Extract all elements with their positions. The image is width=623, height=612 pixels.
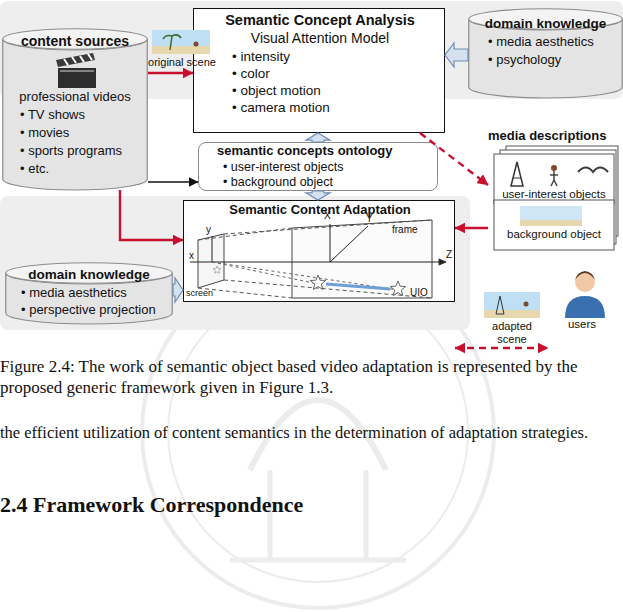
source-cylinder: content sources professional videos • TV s…	[2, 28, 148, 190]
sand	[484, 310, 540, 318]
cylinder-body	[3, 39, 148, 190]
flow-arrow	[148, 181, 198, 183]
node-text: professional videos	[2, 90, 148, 105]
ontology-box: semantic concepts ontology• user-interes…	[198, 142, 438, 191]
user-body	[565, 296, 605, 318]
flow-arrow	[455, 347, 548, 349]
node-text: • object motion	[232, 83, 442, 99]
node-title: domain knowledge	[5, 267, 173, 283]
user-head	[575, 272, 595, 292]
sky	[484, 292, 540, 318]
node-title: Semantic Concept Analysis	[194, 12, 446, 29]
flow-arrow	[455, 227, 488, 229]
node-text: • movies	[20, 126, 146, 141]
adapted-scene-thumbnail	[484, 292, 540, 318]
bottom-band	[0, 196, 470, 330]
node-text: Visual Attention Model	[194, 30, 446, 46]
axis-label: Y	[366, 213, 380, 225]
object-label: UIO	[410, 287, 440, 299]
page-sheet	[494, 200, 614, 250]
node-text: background object	[494, 228, 614, 241]
palm-tree	[163, 35, 181, 50]
node-text: • camera motion	[232, 100, 442, 116]
node-text: • sports programs	[20, 144, 146, 159]
node-text: • media aesthetics	[488, 35, 620, 50]
node-title: content sources	[2, 33, 148, 49]
node-title: media descriptions	[488, 129, 621, 144]
node-text: user-interest objects	[494, 188, 614, 201]
block-arrow	[445, 43, 468, 67]
person	[524, 302, 529, 307]
cylinder-top	[3, 29, 148, 50]
block-arrow	[306, 191, 330, 200]
node-title: Semantic Content Adaptation	[184, 203, 456, 218]
node-title: domain knowledge	[468, 16, 623, 32]
node-text: • background object	[223, 175, 433, 189]
axis-label: x	[189, 250, 201, 262]
node-text: • intensity	[232, 49, 442, 65]
section-heading: 2.4 Framework Correspondence	[0, 492, 623, 517]
plane-label: screen	[186, 288, 226, 298]
node-text: • color	[232, 66, 442, 82]
adaptation-box: Semantic Content Adaptation	[183, 200, 455, 302]
plane-label: frame	[392, 224, 432, 236]
block-arrow	[306, 133, 330, 142]
knowledge-cylinder: domain knowledge • media aesthetics • pers…	[5, 262, 173, 324]
scene-label: original scene	[146, 56, 218, 69]
user-hair	[575, 271, 595, 280]
axis-label: y	[206, 224, 218, 236]
axis-label: X	[324, 210, 338, 222]
analysis-box: Semantic Concept AnalysisVisual Attentio…	[193, 8, 445, 133]
tower-icon	[496, 296, 504, 314]
node-title: users	[548, 318, 616, 331]
node-text: • media aesthetics	[21, 286, 171, 301]
block-arrow	[173, 278, 183, 302]
axis-label: Z	[446, 249, 458, 261]
node-title: semantic concepts ontology	[217, 144, 437, 159]
description-stack: media descriptions user-interest objects b…	[488, 128, 621, 252]
user-icon-figure	[565, 271, 605, 318]
flow-arrow	[120, 190, 183, 240]
body-text: the efficient utilization of content sem…	[0, 414, 623, 452]
scene-label: adapted scene	[476, 320, 548, 345]
node-text: • etc.	[20, 162, 146, 177]
flow-arrow	[148, 72, 193, 74]
knowledge-cylinder: domain knowledge • media aesthetics • psyc…	[468, 8, 623, 98]
node-text: • perspective projection	[21, 303, 171, 318]
cylinder-top	[6, 263, 173, 284]
node-text: • TV shows	[20, 108, 146, 123]
user-icon: users	[548, 262, 616, 334]
node-text: • psychology	[488, 53, 620, 68]
page-sheet	[494, 154, 614, 204]
node-text: • user-interest objects	[223, 160, 433, 174]
figure-caption: Figure 2.4: The work of semantic object …	[0, 356, 610, 398]
